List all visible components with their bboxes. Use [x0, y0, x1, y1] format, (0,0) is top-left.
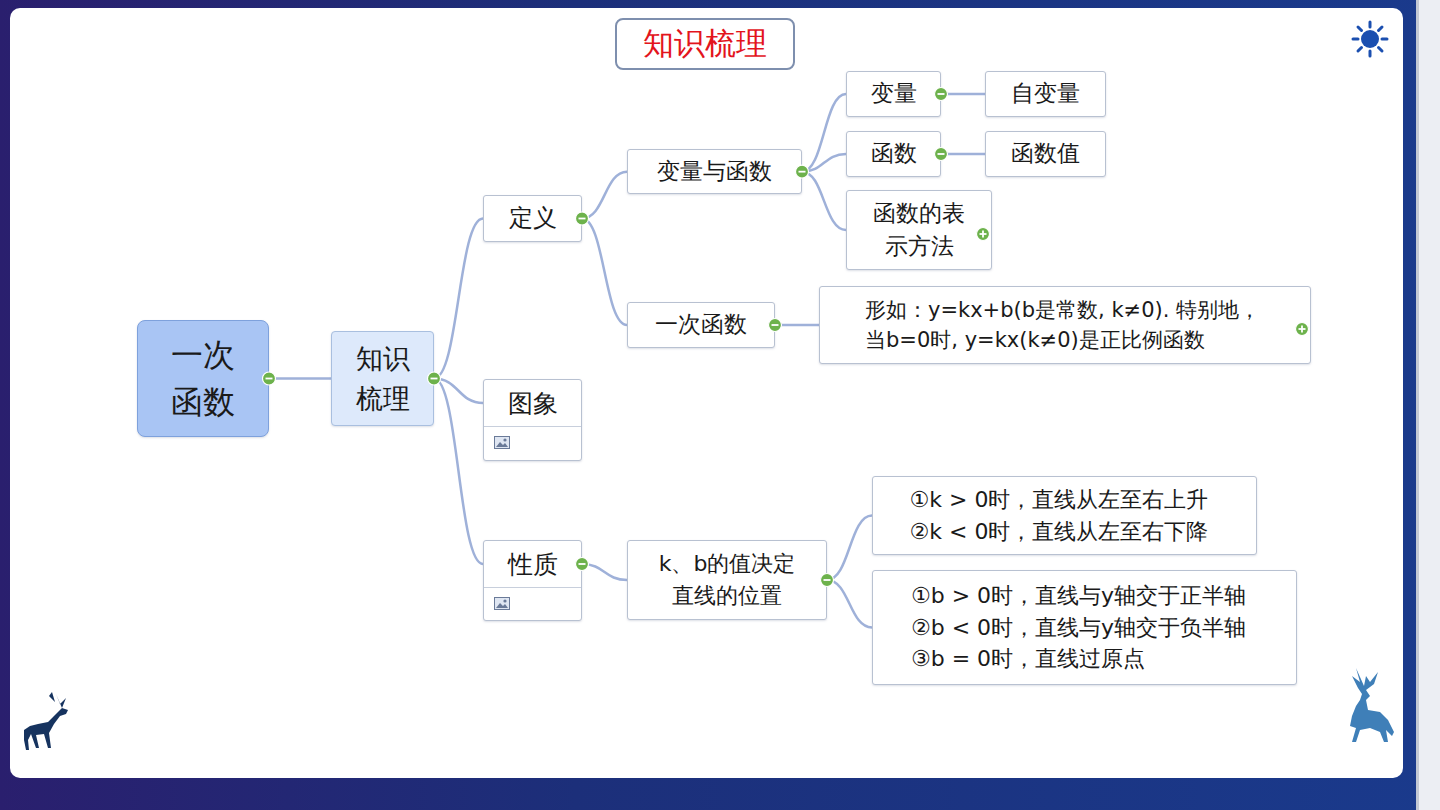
expand-toggle	[1296, 323, 1309, 336]
node-text: 一次函数	[169, 332, 237, 425]
collapse-toggle	[935, 88, 948, 101]
branch-line	[269, 377, 331, 380]
topic-box: 一次函数	[627, 302, 775, 348]
node-text: 变量与函数	[657, 155, 772, 188]
image-area	[484, 587, 581, 620]
branch-line	[827, 516, 872, 581]
sun-icon	[1353, 22, 1387, 56]
title-box: 知识梳理	[615, 18, 795, 70]
collapse-toggle	[263, 372, 276, 385]
node-text: 变量	[871, 77, 917, 110]
branch-line	[434, 379, 483, 565]
collapse-toggle	[821, 574, 834, 587]
root-topic: 一次函数	[137, 320, 269, 437]
node-text: 一次函数	[655, 308, 747, 341]
branch-line	[582, 172, 627, 219]
topic-box: 函数值	[985, 131, 1106, 177]
topic-box: 函数的表示方法	[846, 190, 992, 270]
image-area	[484, 426, 581, 460]
topic-box: ①k > 0时，直线从左至右上升 ②k < 0时，直线从左至右下降	[872, 476, 1257, 555]
topic-box: 形如：y=kx+b(b是常数, k≠0). 特别地，当b=0时, y=kx(k≠…	[819, 286, 1311, 364]
collapse-toggle	[796, 165, 809, 178]
node-text: 图象	[494, 380, 572, 426]
branch-line	[802, 172, 846, 230]
node-text: 函数	[871, 137, 917, 170]
image-icon	[494, 597, 510, 610]
node-text: 定义	[509, 201, 557, 236]
topic-box-with-image: 性质	[483, 540, 582, 621]
deer-silhouette	[1350, 668, 1394, 742]
branch-line	[802, 154, 846, 172]
deer-silhouette	[24, 692, 68, 750]
branch-line	[775, 324, 819, 327]
branch-line	[941, 93, 985, 96]
node-text: 知识梳理	[354, 339, 412, 417]
node-text: ①k > 0时，直线从左至右上升 ②k < 0时，直线从左至右下降	[910, 484, 1220, 548]
node-text: 性质	[494, 541, 572, 587]
image-icon	[494, 436, 510, 449]
node-text: 自变量	[1011, 77, 1080, 110]
collapse-toggle	[935, 148, 948, 161]
topic-box-with-image: 图象	[483, 379, 582, 461]
branch-line	[434, 379, 483, 404]
branch-line	[582, 564, 627, 580]
node-text: 函数的表示方法	[871, 197, 967, 264]
topic-box: 知识梳理	[331, 331, 434, 426]
node-text: k、b的值决定直线的位置	[657, 548, 798, 612]
expand-toggle	[977, 228, 990, 241]
collapse-toggle	[769, 319, 782, 332]
topic-box: ①b > 0时，直线与y轴交于正半轴 ②b < 0时，直线与y轴交于负半轴 ③b…	[872, 570, 1297, 685]
branch-line	[802, 94, 846, 172]
collapse-toggle	[576, 558, 589, 571]
side-strip	[1416, 0, 1440, 810]
topic-box: 变量与函数	[627, 149, 802, 194]
node-text: ①b > 0时，直线与y轴交于正半轴 ②b < 0时，直线与y轴交于负半轴 ③b…	[911, 580, 1258, 676]
topic-box: 自变量	[985, 71, 1106, 117]
branch-line	[582, 219, 627, 326]
branch-line	[434, 219, 483, 379]
topic-box: k、b的值决定直线的位置	[627, 540, 827, 620]
collapse-toggle	[576, 212, 589, 225]
topic-box: 变量	[846, 71, 941, 117]
node-text: 函数值	[1011, 137, 1080, 170]
branch-line	[941, 153, 985, 156]
topic-box: 函数	[846, 131, 941, 177]
collapse-toggle	[428, 372, 441, 385]
node-text: 形如：y=kx+b(b是常数, k≠0). 特别地，当b=0时, y=kx(k≠…	[865, 295, 1265, 356]
topic-box: 定义	[483, 195, 582, 242]
branch-line	[827, 580, 872, 628]
